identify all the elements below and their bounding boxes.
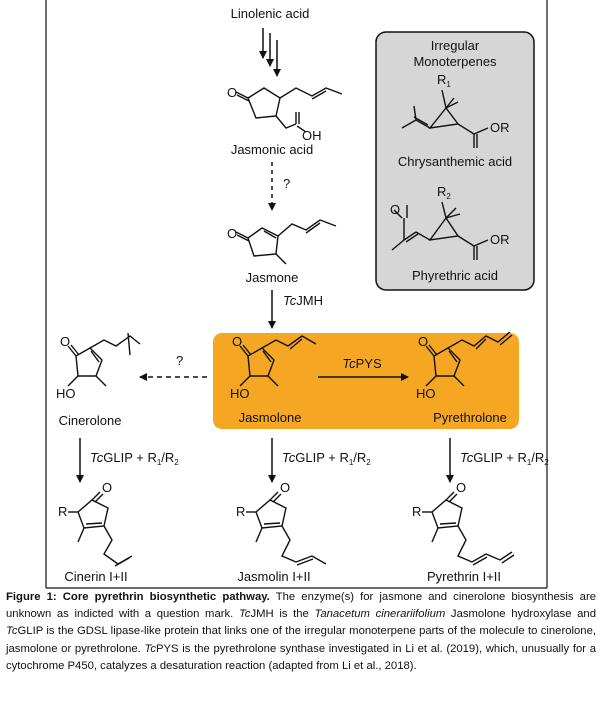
- pyrethrin-label: Pyrethrin I+II: [427, 569, 501, 584]
- caption-text-5: PYS is the pyrethrolone synthase investi…: [6, 642, 596, 672]
- atom-r-pyrethrin: R: [412, 504, 421, 519]
- irregular-title-2: Monoterpenes: [413, 54, 497, 69]
- atom-o-jasmonic: O: [227, 85, 237, 100]
- jasmonic-acid-label: Jasmonic acid: [231, 142, 313, 157]
- atom-ho-cinerolone: HO: [56, 386, 76, 401]
- pyrethrolone-label: Pyrethrolone: [433, 410, 507, 425]
- figure-caption: Figure 1: Core pyrethrin biosynthetic pa…: [6, 589, 596, 675]
- caption-text-3: Jasmolone hydroxylase and: [445, 608, 596, 621]
- atom-ho-jasmolone: HO: [230, 386, 250, 401]
- atom-r-cinerin: R: [58, 504, 67, 519]
- cinerin-structure: [68, 491, 133, 567]
- atom-o-pyrethrolone: O: [418, 334, 428, 349]
- irregular-title-1: Irregular: [431, 38, 480, 53]
- caption-tc-2: Tc: [6, 625, 18, 638]
- phyrethric-label: Phyrethric acid: [412, 268, 498, 283]
- caption-text-4: GLIP is the GDSL lipase-like protein tha…: [6, 625, 596, 655]
- r1-label: R1: [437, 72, 451, 89]
- atom-o-jasmone: O: [227, 226, 237, 241]
- triple-arrow: [259, 28, 281, 77]
- atom-or-2: OR: [490, 232, 510, 247]
- pyrethrolone-structure: [425, 331, 513, 387]
- linolenic-acid-label: Linolenic acid: [231, 6, 310, 21]
- atom-ho-pyrethrolone: HO: [416, 386, 436, 401]
- jmh-label: TcJMH: [283, 293, 323, 308]
- atom-o-cinerolone: O: [60, 334, 70, 349]
- caption-text-1: The enzyme(s) for jasmone and cinerolone…: [6, 591, 597, 621]
- atom-o-cinerin: O: [102, 480, 112, 495]
- glip-label-3: TcGLIP + R1/R2: [460, 450, 549, 467]
- atom-r-jasmolin: R: [236, 504, 245, 519]
- jasmolin-structure: [246, 491, 327, 566]
- chrysanthemic-label: Chrysanthemic acid: [398, 154, 512, 169]
- r2-label: R2: [437, 184, 451, 201]
- atom-or-1: OR: [490, 120, 510, 135]
- glip-label-1: TcGLIP + R1/R2: [90, 450, 179, 467]
- pyrethrin-structure: [422, 491, 515, 566]
- cinerolone-structure: [67, 332, 141, 387]
- caption-species: Tanacetum cinerariifolium: [314, 608, 446, 621]
- pys-label: TcPYS: [342, 356, 382, 371]
- caption-tc-3: Tc: [144, 642, 156, 655]
- question-mark-2: ?: [176, 353, 183, 368]
- jasmonic-acid-structure: [235, 87, 343, 133]
- jasmone-label: Jasmone: [246, 270, 299, 285]
- highlight-box: [213, 333, 519, 429]
- phyrethric-acid-structure: [391, 201, 489, 260]
- irregular-monoterpenes-box: [375, 31, 535, 291]
- atom-o-pyrethrin: O: [456, 480, 466, 495]
- cinerolone-label: Cinerolone: [59, 413, 122, 428]
- glip-label-2: TcGLIP + R1/R2: [282, 450, 371, 467]
- jasmone-structure: [235, 219, 337, 265]
- jasmolin-label: Jasmolin I+II: [237, 569, 310, 584]
- question-mark-1: ?: [283, 176, 290, 191]
- atom-o-jasmolone: O: [232, 334, 242, 349]
- jasmolone-label: Jasmolone: [239, 410, 302, 425]
- atom-o-jasmolin: O: [280, 480, 290, 495]
- chrysanthemic-acid-structure: [401, 89, 489, 148]
- caption-tc-1: Tc: [238, 608, 251, 621]
- pathway-diagram: Linolenic acid O OH Jasmonic acid ? O Ja…: [45, 0, 549, 589]
- atom-o-phyrethric: O: [390, 202, 400, 217]
- cinerin-label: Cinerin I+II: [64, 569, 127, 584]
- caption-text-2: JMH is the: [250, 608, 315, 621]
- atom-oh-jasmonic: OH: [302, 128, 322, 143]
- caption-figure-label: Figure 1: Core pyrethrin biosynthetic pa…: [6, 591, 270, 603]
- jasmolone-structure: [239, 335, 317, 387]
